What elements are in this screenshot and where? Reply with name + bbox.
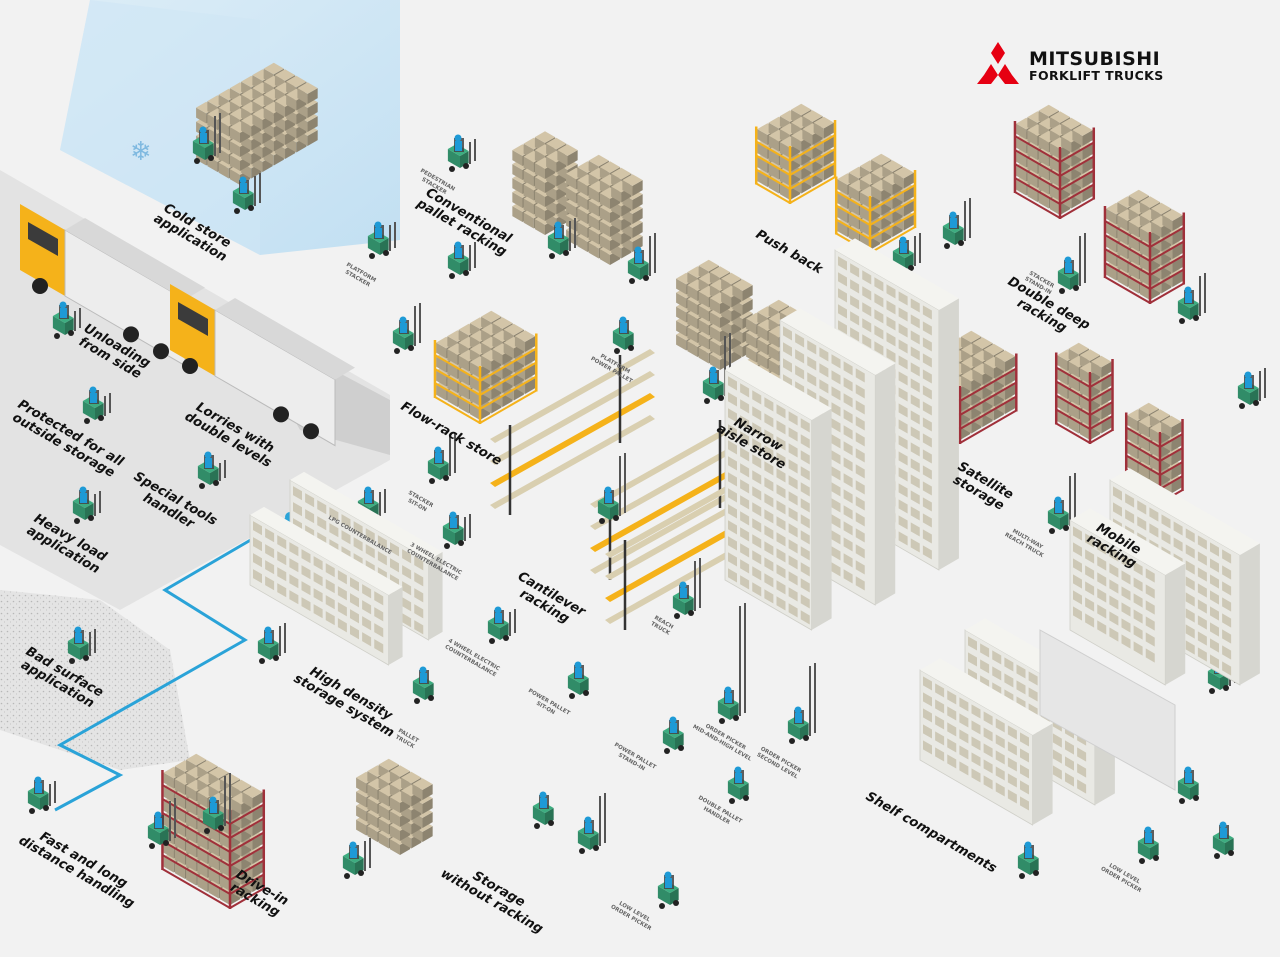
brand-tagline: FORKLIFT TRUCKS <box>1029 68 1164 83</box>
forklift-bad-surface <box>67 626 96 664</box>
reach-truck <box>597 453 626 524</box>
order-picker-mid-high <box>717 603 746 724</box>
drive-in-truck-2 <box>202 773 231 834</box>
flow-rack <box>433 310 538 424</box>
brand-logo: MITSUBISHI FORKLIFT TRUCKS <box>975 42 1215 84</box>
forklift-special-tools <box>197 451 226 489</box>
three-diamonds-icon <box>977 42 1019 84</box>
route-path <box>54 515 291 812</box>
storage-without-rack <box>356 758 433 855</box>
forklift-heavy-load <box>72 486 101 524</box>
power-pallet-stand-in <box>662 716 684 754</box>
push-back-rack-1 <box>754 103 837 204</box>
double-deep-truck-2 <box>1177 273 1206 324</box>
conventional-rack-2 <box>566 154 643 265</box>
mobile-rack-1 <box>1054 342 1114 444</box>
shelf-picker-2 <box>1177 766 1199 804</box>
low-level-order-picker-2 <box>1137 826 1159 864</box>
double-deep-truck <box>1057 233 1086 294</box>
push-back-rack-2 <box>834 153 917 254</box>
shelf-picker-3 <box>1212 821 1234 859</box>
forklift-unloading <box>52 301 81 339</box>
narrow-aisle-rack-1 <box>676 259 753 370</box>
flow-rack-truck <box>392 303 421 354</box>
forklift-cold-store <box>232 173 261 214</box>
reach-truck-2 <box>672 558 701 619</box>
stacker-sit-on <box>427 433 456 484</box>
lorry-double-level <box>170 284 355 447</box>
double-deep-rack-2 <box>1103 189 1186 304</box>
forklift-fast-long <box>27 776 56 814</box>
cantilever-rack <box>490 349 770 630</box>
three-wheel-electric <box>442 511 471 549</box>
forklift-protected <box>82 386 111 424</box>
storage-without-truck-2 <box>532 791 554 829</box>
drive-in-truck <box>147 798 176 849</box>
brand-name: MITSUBISHI <box>1029 48 1161 70</box>
push-back-truck-2 <box>892 233 921 274</box>
snowflake-icon: ❄ <box>130 137 152 167</box>
pedestrian-stacker <box>447 134 476 172</box>
platform-power-pallet <box>612 316 634 354</box>
high-density-truck <box>257 623 286 664</box>
pallet-truck <box>412 666 434 704</box>
conventional-truck <box>547 218 576 259</box>
high-density-block-2 <box>249 506 403 666</box>
multi-way-reach-truck <box>1047 473 1076 534</box>
power-pallet-sit-on <box>567 661 589 699</box>
shelf-wall-7 <box>919 658 1053 826</box>
four-wheel-electric <box>487 606 516 644</box>
conventional-truck-2 <box>627 233 656 284</box>
lorry-side-unloading <box>20 204 205 367</box>
low-level-order-picker <box>657 871 679 909</box>
gravel-area <box>0 590 190 770</box>
forklift-cold-store-2 <box>192 113 221 164</box>
push-back-truck <box>942 198 971 249</box>
stacker-2 <box>447 241 476 279</box>
partition-wall <box>1039 629 1176 791</box>
double-deep-rack-1 <box>1013 104 1096 219</box>
shelf-wall-3 <box>724 358 832 631</box>
shelf-picker-1 <box>1017 841 1039 879</box>
storage-without-truck <box>342 838 371 879</box>
order-picker-second <box>787 663 816 744</box>
mobile-rack-truck <box>1237 368 1266 409</box>
double-pallet-handler <box>727 766 749 804</box>
order-picker-tall <box>577 793 606 854</box>
shelf-wall-5 <box>1069 508 1186 686</box>
platform-stacker <box>367 221 396 259</box>
